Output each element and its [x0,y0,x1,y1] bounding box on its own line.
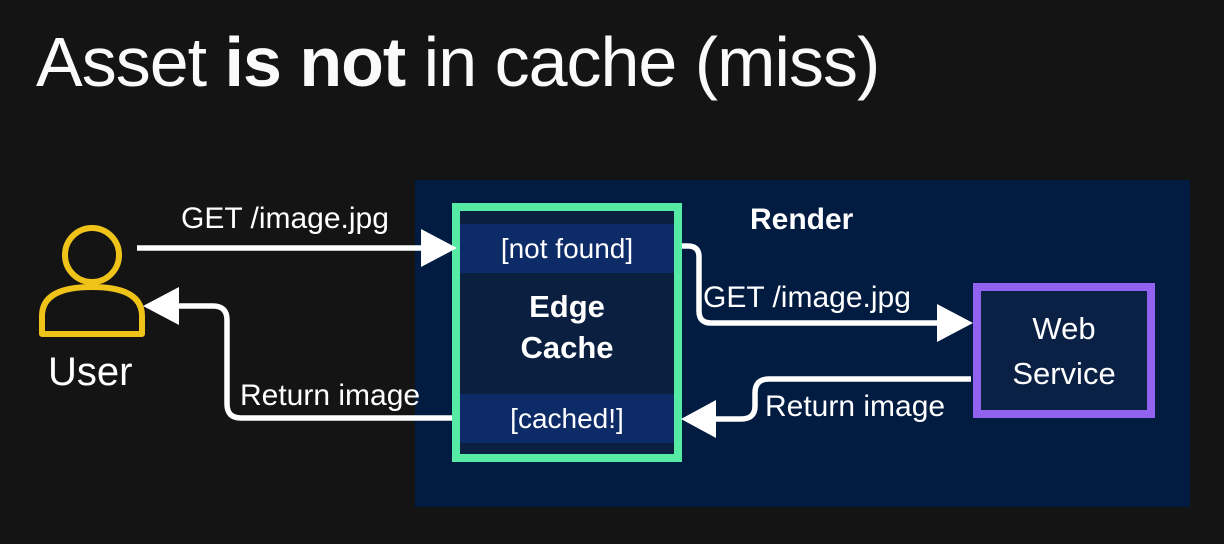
page-title: Asset is not in cache (miss) [36,22,881,102]
edge-cache-title-text: Edge Cache [520,289,614,365]
label-return-image-origin: Return image [765,390,946,423]
person-shoulders [39,284,145,337]
title-suffix: in cache (miss) [405,23,881,101]
label-return-image-user: Return image [240,379,421,412]
web-service-label: Web Service [1012,310,1116,391]
user-label: User [48,350,133,394]
label-get-image-origin: GET /image.jpg [703,281,911,314]
title-prefix: Asset [36,23,225,101]
title-emphasis: is not [224,23,407,101]
render-zone-label: Render [750,203,854,236]
cache-state-not-found: [not found] [460,224,674,273]
edge-cache-box: [not found] Edge Cache [cached!] [452,203,682,462]
cache-state-cached: [cached!] [460,394,674,443]
user-icon [39,225,145,337]
edge-cache-title: Edge Cache [460,286,674,368]
label-get-image-user: GET /image.jpg [181,202,389,235]
web-service-box: Web Service [973,283,1155,418]
person-head [62,225,122,285]
